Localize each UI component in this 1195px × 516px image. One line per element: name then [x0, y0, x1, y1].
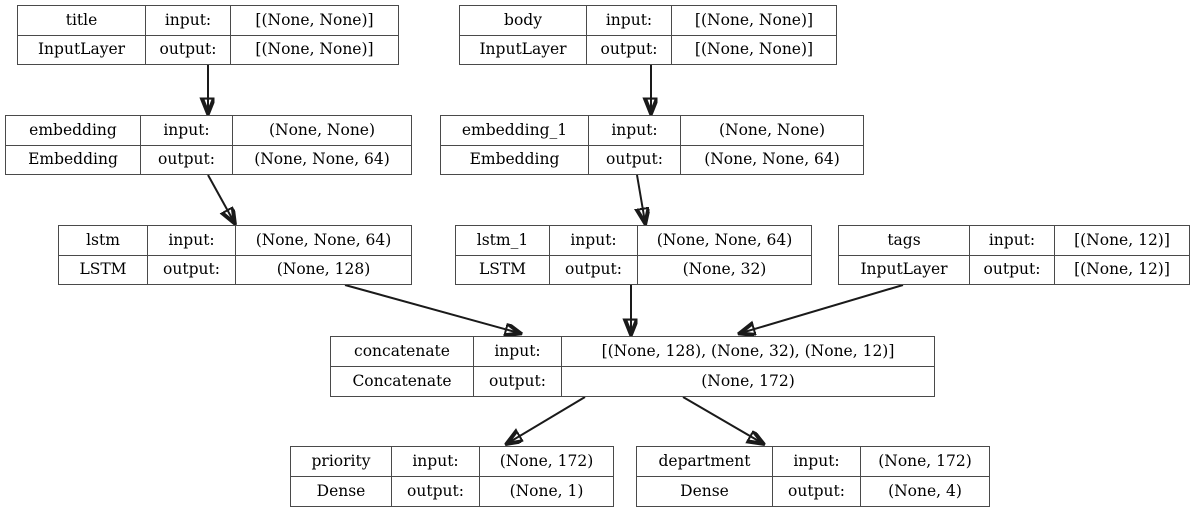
node-output-shape: [(None, None)]	[694, 40, 814, 58]
node-layer-name: body	[460, 6, 587, 35]
node-input-shape: (None, 172)	[499, 451, 594, 470]
node-input-shape: (None, 172)	[878, 451, 972, 470]
node-output-shape: [(None, 12)]	[1074, 260, 1170, 278]
node-layer-name: department	[637, 447, 773, 476]
node-input-label: input:	[148, 226, 236, 255]
node-output-label: output:	[587, 35, 672, 64]
node-output-label: output:	[970, 255, 1055, 284]
node-output-shape: (None, None, 64)	[254, 150, 390, 168]
node-output-label: output:	[148, 255, 236, 284]
node-output-label: output:	[550, 255, 638, 284]
edge-concatenate-to-priority	[508, 396, 586, 443]
node-input-label: input:	[970, 226, 1055, 255]
node-class-name: Embedding	[441, 145, 589, 174]
edge-embedding-to-lstm	[207, 174, 234, 222]
edge-concatenate-to-department	[682, 396, 762, 443]
node-output-shape: (None, 32)	[682, 260, 767, 278]
node-output-label: output:	[474, 367, 562, 396]
node-layer-name: concatenate	[331, 337, 474, 366]
node-input-shape: (None, None, 64)	[255, 230, 392, 249]
node-input-label: input:	[773, 447, 861, 476]
node-output-shape: [(None, None)]	[255, 40, 374, 58]
node-output-shape: (None, None, 64)	[704, 150, 840, 168]
node-layer-name: embedding	[6, 116, 141, 145]
node-output-label: output:	[773, 477, 861, 506]
node-class-name: LSTM	[59, 255, 148, 284]
node-input-shape: (None, None, 64)	[656, 230, 793, 249]
node-layer-name: tags	[839, 226, 970, 255]
node-output-label: output:	[589, 145, 681, 174]
node-layer-name: priority	[291, 447, 392, 476]
node-input-shape: [(None, None)]	[255, 10, 374, 29]
node-input-label: input:	[146, 6, 231, 35]
edge-embedding_1-to-lstm_1	[637, 174, 645, 222]
node-output-label: output:	[392, 477, 480, 506]
node-output-label: output:	[141, 145, 233, 174]
node-output-shape: (None, 1)	[509, 481, 584, 500]
node-class-name: InputLayer	[460, 35, 587, 64]
node-input-label: input:	[474, 337, 562, 366]
node-input-shape: [(None, None)]	[694, 10, 814, 29]
node-class-name: InputLayer	[839, 255, 970, 284]
node-class-name: Concatenate	[331, 367, 474, 396]
node-layer-name: title	[18, 6, 146, 35]
edge-tags-to-concatenate	[741, 284, 904, 333]
node-layer-name: lstm	[59, 226, 148, 255]
node-input-label: input:	[589, 116, 681, 145]
node-layer-name: lstm_1	[456, 226, 550, 255]
node-output-shape: (None, 128)	[276, 260, 371, 278]
node-input-label: input:	[141, 116, 233, 145]
node-class-name: LSTM	[456, 255, 550, 284]
node-input-shape: (None, None)	[268, 120, 376, 139]
node-class-name: Dense	[291, 477, 392, 506]
node-class-name: InputLayer	[18, 35, 146, 64]
node-input-shape: [(None, 128), (None, 32), (None, 12)]	[601, 341, 895, 360]
node-input-label: input:	[392, 447, 480, 476]
node-input-label: input:	[587, 6, 672, 35]
node-output-label: output:	[146, 35, 231, 64]
node-class-name: Dense	[637, 477, 773, 506]
node-input-shape: (None, None)	[718, 120, 826, 139]
node-input-shape: [(None, 12)]	[1074, 230, 1170, 249]
edge-lstm-to-concatenate	[344, 284, 519, 333]
node-class-name: Embedding	[6, 145, 141, 174]
node-output-shape: (None, 172)	[701, 371, 795, 390]
node-layer-name: embedding_1	[441, 116, 589, 145]
node-input-label: input:	[550, 226, 638, 255]
node-output-shape: (None, 4)	[888, 481, 962, 500]
